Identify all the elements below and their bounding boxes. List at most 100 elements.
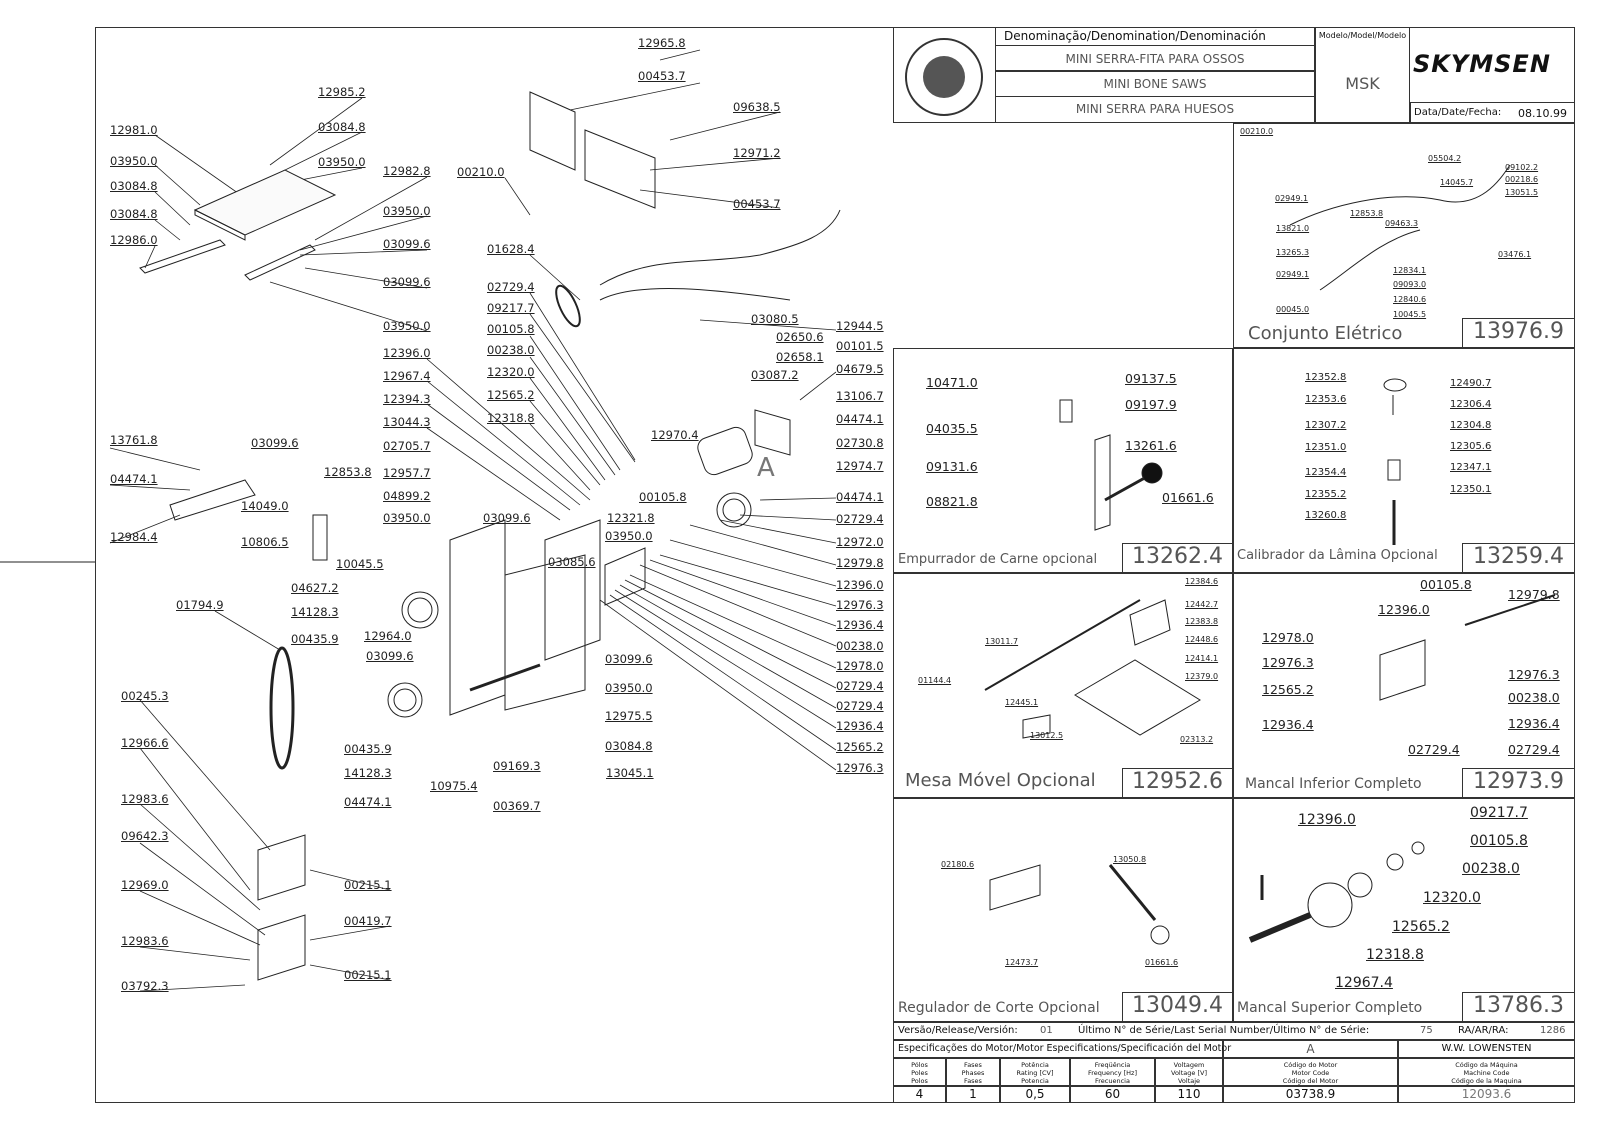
part-label: 00245.3 xyxy=(121,689,169,703)
leader-line xyxy=(426,358,591,501)
panel-part-label: 02949.1 xyxy=(1275,194,1309,203)
part-label: 12565.2 xyxy=(487,388,535,402)
leader-line xyxy=(309,925,391,941)
leader-line xyxy=(629,574,837,669)
panel-part-label: 02729.4 xyxy=(1408,742,1460,757)
leader-line xyxy=(529,313,636,463)
panel-title-calibrador: Calibrador da Lâmina Opcional xyxy=(1237,548,1438,563)
version-label: Versão/Release/Versión: xyxy=(898,1025,1018,1036)
part-label: 00369.7 xyxy=(493,799,541,813)
panel-part-label: 12834.1 xyxy=(1393,266,1427,275)
leader-line xyxy=(669,539,837,587)
part-label: 12976.3 xyxy=(836,761,884,775)
part-label: 03950.0 xyxy=(605,529,653,543)
panel-part-label: 02180.6 xyxy=(941,860,975,869)
part-label: 03080.5 xyxy=(751,312,799,326)
panel-part-label: 09137.5 xyxy=(1125,371,1177,386)
panel-part-label: 13261.6 xyxy=(1125,438,1177,453)
part-label: 12396.0 xyxy=(836,578,884,592)
panel-part-label: 00105.8 xyxy=(1470,833,1528,849)
leader-line xyxy=(309,964,391,981)
leader-line xyxy=(649,559,837,627)
part-label: 02729.4 xyxy=(487,280,535,294)
spec-column-header: Potência Rating [CV] Potencia xyxy=(1000,1058,1070,1086)
part-label: 12969.0 xyxy=(121,878,169,892)
leader-line xyxy=(529,356,616,476)
part-label: 12975.5 xyxy=(605,709,653,723)
part-label: 13761.8 xyxy=(110,433,158,447)
spec-column-value: 4 xyxy=(893,1086,946,1103)
model-box xyxy=(1315,27,1410,123)
part-label: 03950.0 xyxy=(383,511,431,525)
part-label: 12983.6 xyxy=(121,792,169,806)
leader-line xyxy=(529,335,621,471)
leader-line xyxy=(109,514,181,544)
part-label: 02729.4 xyxy=(836,699,884,713)
leader-line xyxy=(619,584,837,709)
panel-part-label: 13012.5 xyxy=(1030,731,1064,740)
part-label: 02730.8 xyxy=(836,436,884,450)
panel-mancal-superior xyxy=(1233,798,1575,1022)
panel-part-label: 12352.8 xyxy=(1305,372,1347,383)
panel-part-label: 10045.5 xyxy=(1393,310,1427,319)
panel-part-label: 01661.6 xyxy=(1162,490,1214,505)
part-label: 02729.4 xyxy=(836,512,884,526)
part-label: 01628.4 xyxy=(487,242,535,256)
leader-line xyxy=(154,191,191,226)
part-label: 03087.2 xyxy=(751,368,799,382)
leader-line xyxy=(529,423,591,491)
serial-label: Último N° de Série/Last Serial Number/Úl… xyxy=(1078,1025,1370,1036)
part-label: 12394.3 xyxy=(383,392,431,406)
part-label: 00101.5 xyxy=(836,339,884,353)
leader-line xyxy=(139,890,261,946)
part-label: 03099.6 xyxy=(251,436,299,450)
panel-title-regulador: Regulador de Corte Opcional xyxy=(898,1000,1100,1016)
leader-line xyxy=(269,97,363,166)
part-label: 12981.0 xyxy=(110,123,158,137)
part-label: 03950.0 xyxy=(383,319,431,333)
part-label: 00435.9 xyxy=(291,632,339,646)
leader-line xyxy=(314,176,428,241)
part-label: 00435.9 xyxy=(344,742,392,756)
leader-line xyxy=(139,946,251,961)
part-label: 12978.0 xyxy=(836,659,884,673)
panel-part-label: 12976.3 xyxy=(1508,667,1560,682)
leader-line xyxy=(426,403,571,511)
spec-column-header: Freqüência Frequency [Hz] Frecuencia xyxy=(1070,1058,1155,1086)
leader-line xyxy=(689,524,837,566)
brand-logo: SKYMSEN xyxy=(1413,50,1551,78)
leader-line xyxy=(144,245,156,269)
leader-line xyxy=(529,254,581,301)
spec-column-value: 03738.9 xyxy=(1223,1086,1398,1103)
part-label: 12971.2 xyxy=(733,146,781,160)
machine-name-en: MINI BONE SAWS xyxy=(1103,77,1207,91)
panel-mancal-inferior xyxy=(1233,573,1575,798)
panel-part-label: 13051.5 xyxy=(1505,188,1539,197)
part-label: 12985.2 xyxy=(318,85,366,99)
part-label: 12396.0 xyxy=(383,346,431,360)
panel-code-eletrico: 13976.9 xyxy=(1462,318,1575,348)
part-label: 04627.2 xyxy=(291,581,339,595)
date-label: Data/Date/Fecha: xyxy=(1414,107,1502,118)
version-value: 01 xyxy=(1040,1025,1053,1036)
leader-line xyxy=(639,564,837,647)
panel-part-label: 13821.0 xyxy=(1276,224,1310,233)
panel-part-label: 12565.2 xyxy=(1392,919,1450,935)
part-label: 12983.6 xyxy=(121,934,169,948)
panel-title-mesa: Mesa Móvel Opcional xyxy=(905,770,1096,791)
panel-part-label: 00045.0 xyxy=(1276,305,1310,314)
leader-line xyxy=(214,610,281,651)
panel-part-label: 12355.2 xyxy=(1305,489,1347,500)
spec-column-header: Fases Phases Fases xyxy=(946,1058,1000,1086)
motor-spec-label: Especificações do Motor/Motor Especifica… xyxy=(898,1043,1232,1054)
part-label: 02658.1 xyxy=(776,350,824,364)
part-label: 04899.2 xyxy=(383,489,431,503)
panel-code-regulador: 13049.4 xyxy=(1122,992,1233,1022)
part-label: 10045.5 xyxy=(336,557,384,571)
panel-part-label: 12353.6 xyxy=(1305,394,1347,405)
part-label: 03084.8 xyxy=(605,739,653,753)
panel-part-label: 00105.8 xyxy=(1420,577,1472,592)
part-label: 04474.1 xyxy=(344,795,392,809)
part-label: 12979.8 xyxy=(836,556,884,570)
